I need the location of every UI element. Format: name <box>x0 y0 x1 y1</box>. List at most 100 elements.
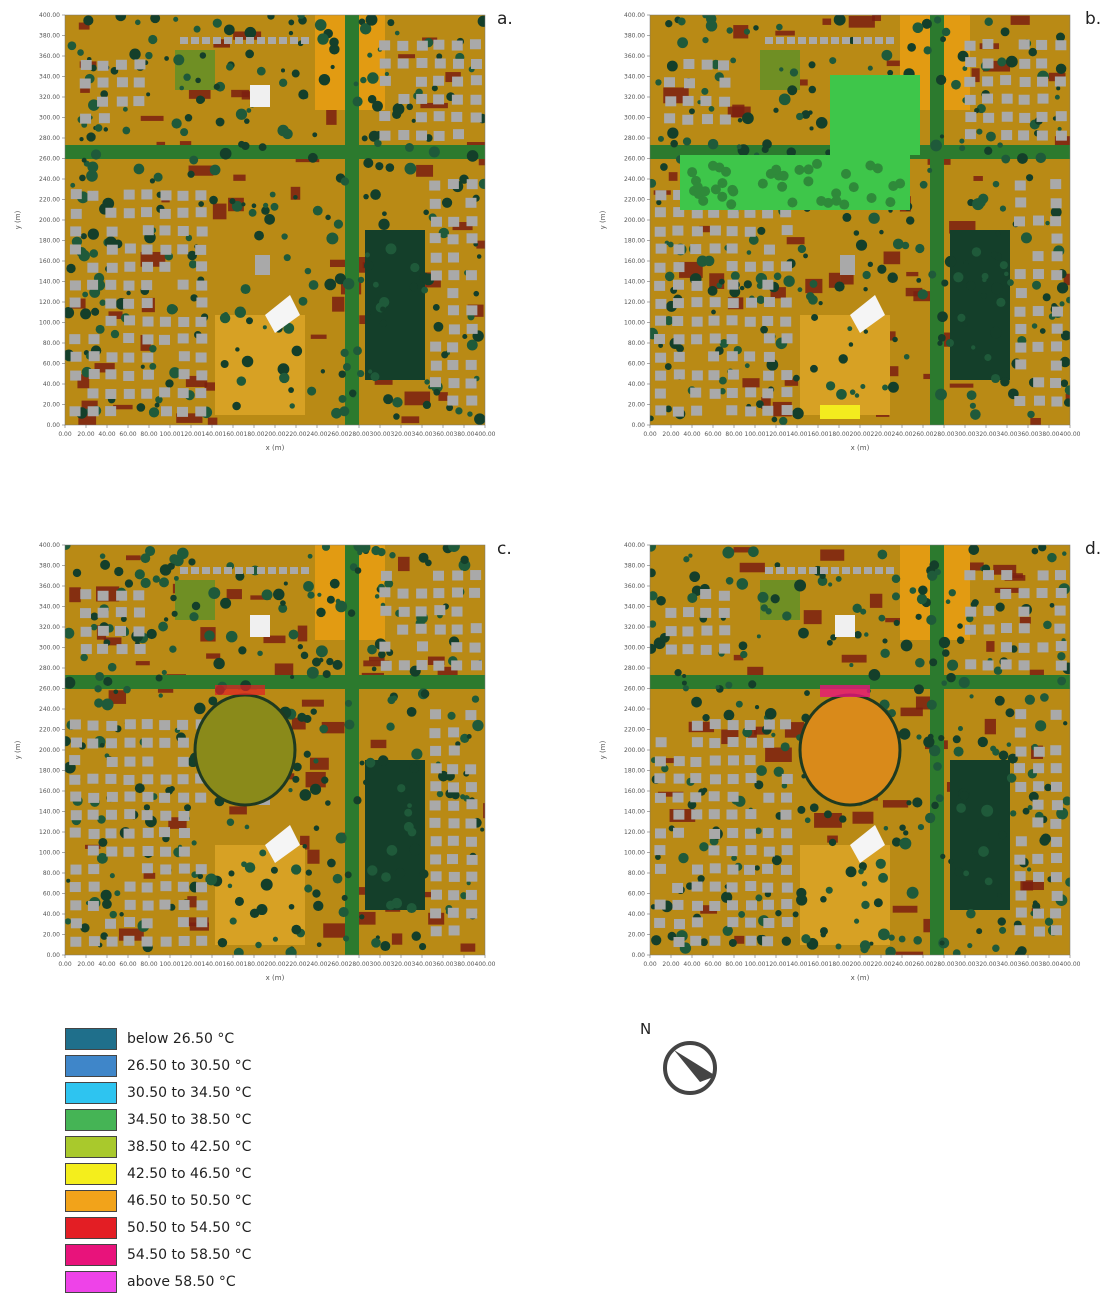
building <box>70 226 82 237</box>
tree-canopy <box>996 297 1006 307</box>
tree-canopy <box>330 64 335 70</box>
tree-canopy <box>113 689 119 695</box>
building <box>672 406 684 417</box>
tree-canopy <box>298 296 308 306</box>
tree-canopy <box>1057 676 1067 686</box>
tree-canopy <box>882 638 888 644</box>
tree-canopy <box>878 614 886 622</box>
building <box>195 406 207 417</box>
building <box>1036 39 1048 50</box>
tree-canopy <box>789 68 799 77</box>
tree-canopy <box>367 94 377 104</box>
building <box>1055 111 1067 122</box>
building <box>417 641 428 652</box>
building <box>177 756 189 767</box>
building <box>1015 197 1027 208</box>
tree-canopy <box>124 579 134 588</box>
tree-canopy <box>773 272 782 281</box>
building <box>1033 926 1045 937</box>
tree-canopy <box>366 310 372 316</box>
hot-surface-patch <box>113 404 133 410</box>
tree-canopy <box>386 722 395 731</box>
tree-canopy <box>711 309 716 315</box>
tree-canopy <box>1028 791 1039 802</box>
building <box>124 756 136 767</box>
tree-canopy <box>262 325 267 330</box>
building <box>1015 359 1027 370</box>
tree-canopy <box>383 394 394 405</box>
tree-canopy <box>66 878 71 883</box>
building <box>430 216 442 227</box>
building <box>448 216 460 227</box>
building <box>301 567 309 574</box>
building <box>80 59 92 70</box>
tree-canopy <box>357 276 365 284</box>
legend-swatch <box>65 1243 117 1266</box>
tree-canopy <box>177 547 189 560</box>
tree-canopy <box>804 690 810 696</box>
building <box>195 792 207 803</box>
tree-canopy <box>102 899 112 910</box>
legend-item: above 58.50 °C <box>65 1268 325 1295</box>
building <box>982 93 994 104</box>
building <box>1054 623 1066 634</box>
legend-swatch <box>65 1135 117 1158</box>
building <box>744 864 756 875</box>
tree-canopy <box>66 263 76 274</box>
building <box>213 37 221 44</box>
building <box>469 39 481 50</box>
building <box>762 405 774 416</box>
tree-canopy <box>185 234 193 242</box>
tree-canopy <box>191 601 201 611</box>
building <box>1014 763 1026 774</box>
tree-canopy <box>1010 810 1017 817</box>
tree-canopy <box>990 373 1001 384</box>
hot-surface-patch <box>125 555 141 561</box>
tree-canopy <box>957 623 963 629</box>
hot-surface-patch <box>1029 669 1044 680</box>
building <box>196 900 208 911</box>
building <box>1014 925 1026 936</box>
tree-canopy <box>217 937 228 948</box>
tree-canopy <box>342 278 355 290</box>
building <box>682 95 694 106</box>
building <box>654 917 666 928</box>
tree-canopy <box>409 843 422 856</box>
tree-canopy <box>1063 398 1070 407</box>
tree-canopy <box>188 260 198 269</box>
building <box>787 37 795 44</box>
hot-surface-patch <box>300 835 310 850</box>
tree-canopy <box>757 178 768 189</box>
tree-canopy <box>730 57 737 64</box>
tree-canopy <box>293 195 298 200</box>
hot-surface-patch <box>368 656 385 662</box>
tree-canopy <box>839 815 847 823</box>
building <box>1051 323 1063 334</box>
tree-canopy <box>244 824 250 830</box>
road-vertical <box>345 545 359 955</box>
building <box>1018 130 1030 141</box>
building <box>762 388 774 399</box>
building <box>1015 907 1027 918</box>
tree-canopy <box>150 15 161 24</box>
building <box>160 774 172 785</box>
building <box>434 605 446 616</box>
tree-canopy <box>406 903 417 914</box>
tree-canopy <box>103 127 109 132</box>
tree-canopy <box>299 789 312 801</box>
tree-canopy <box>863 287 868 292</box>
tree-canopy <box>817 576 828 587</box>
tree-canopy <box>100 559 111 570</box>
hot-surface-patch <box>188 165 214 176</box>
building <box>433 660 445 671</box>
tree-canopy <box>277 124 289 137</box>
tree-canopy <box>839 199 850 210</box>
building <box>430 908 442 919</box>
tree-canopy <box>307 591 315 599</box>
x-tick-label: 180.00 <box>244 431 265 438</box>
tree-canopy <box>887 381 899 393</box>
hot-surface-patch <box>1022 881 1044 891</box>
tree-canopy <box>944 255 957 268</box>
hot-surface-patch <box>923 918 934 933</box>
building <box>105 388 117 399</box>
